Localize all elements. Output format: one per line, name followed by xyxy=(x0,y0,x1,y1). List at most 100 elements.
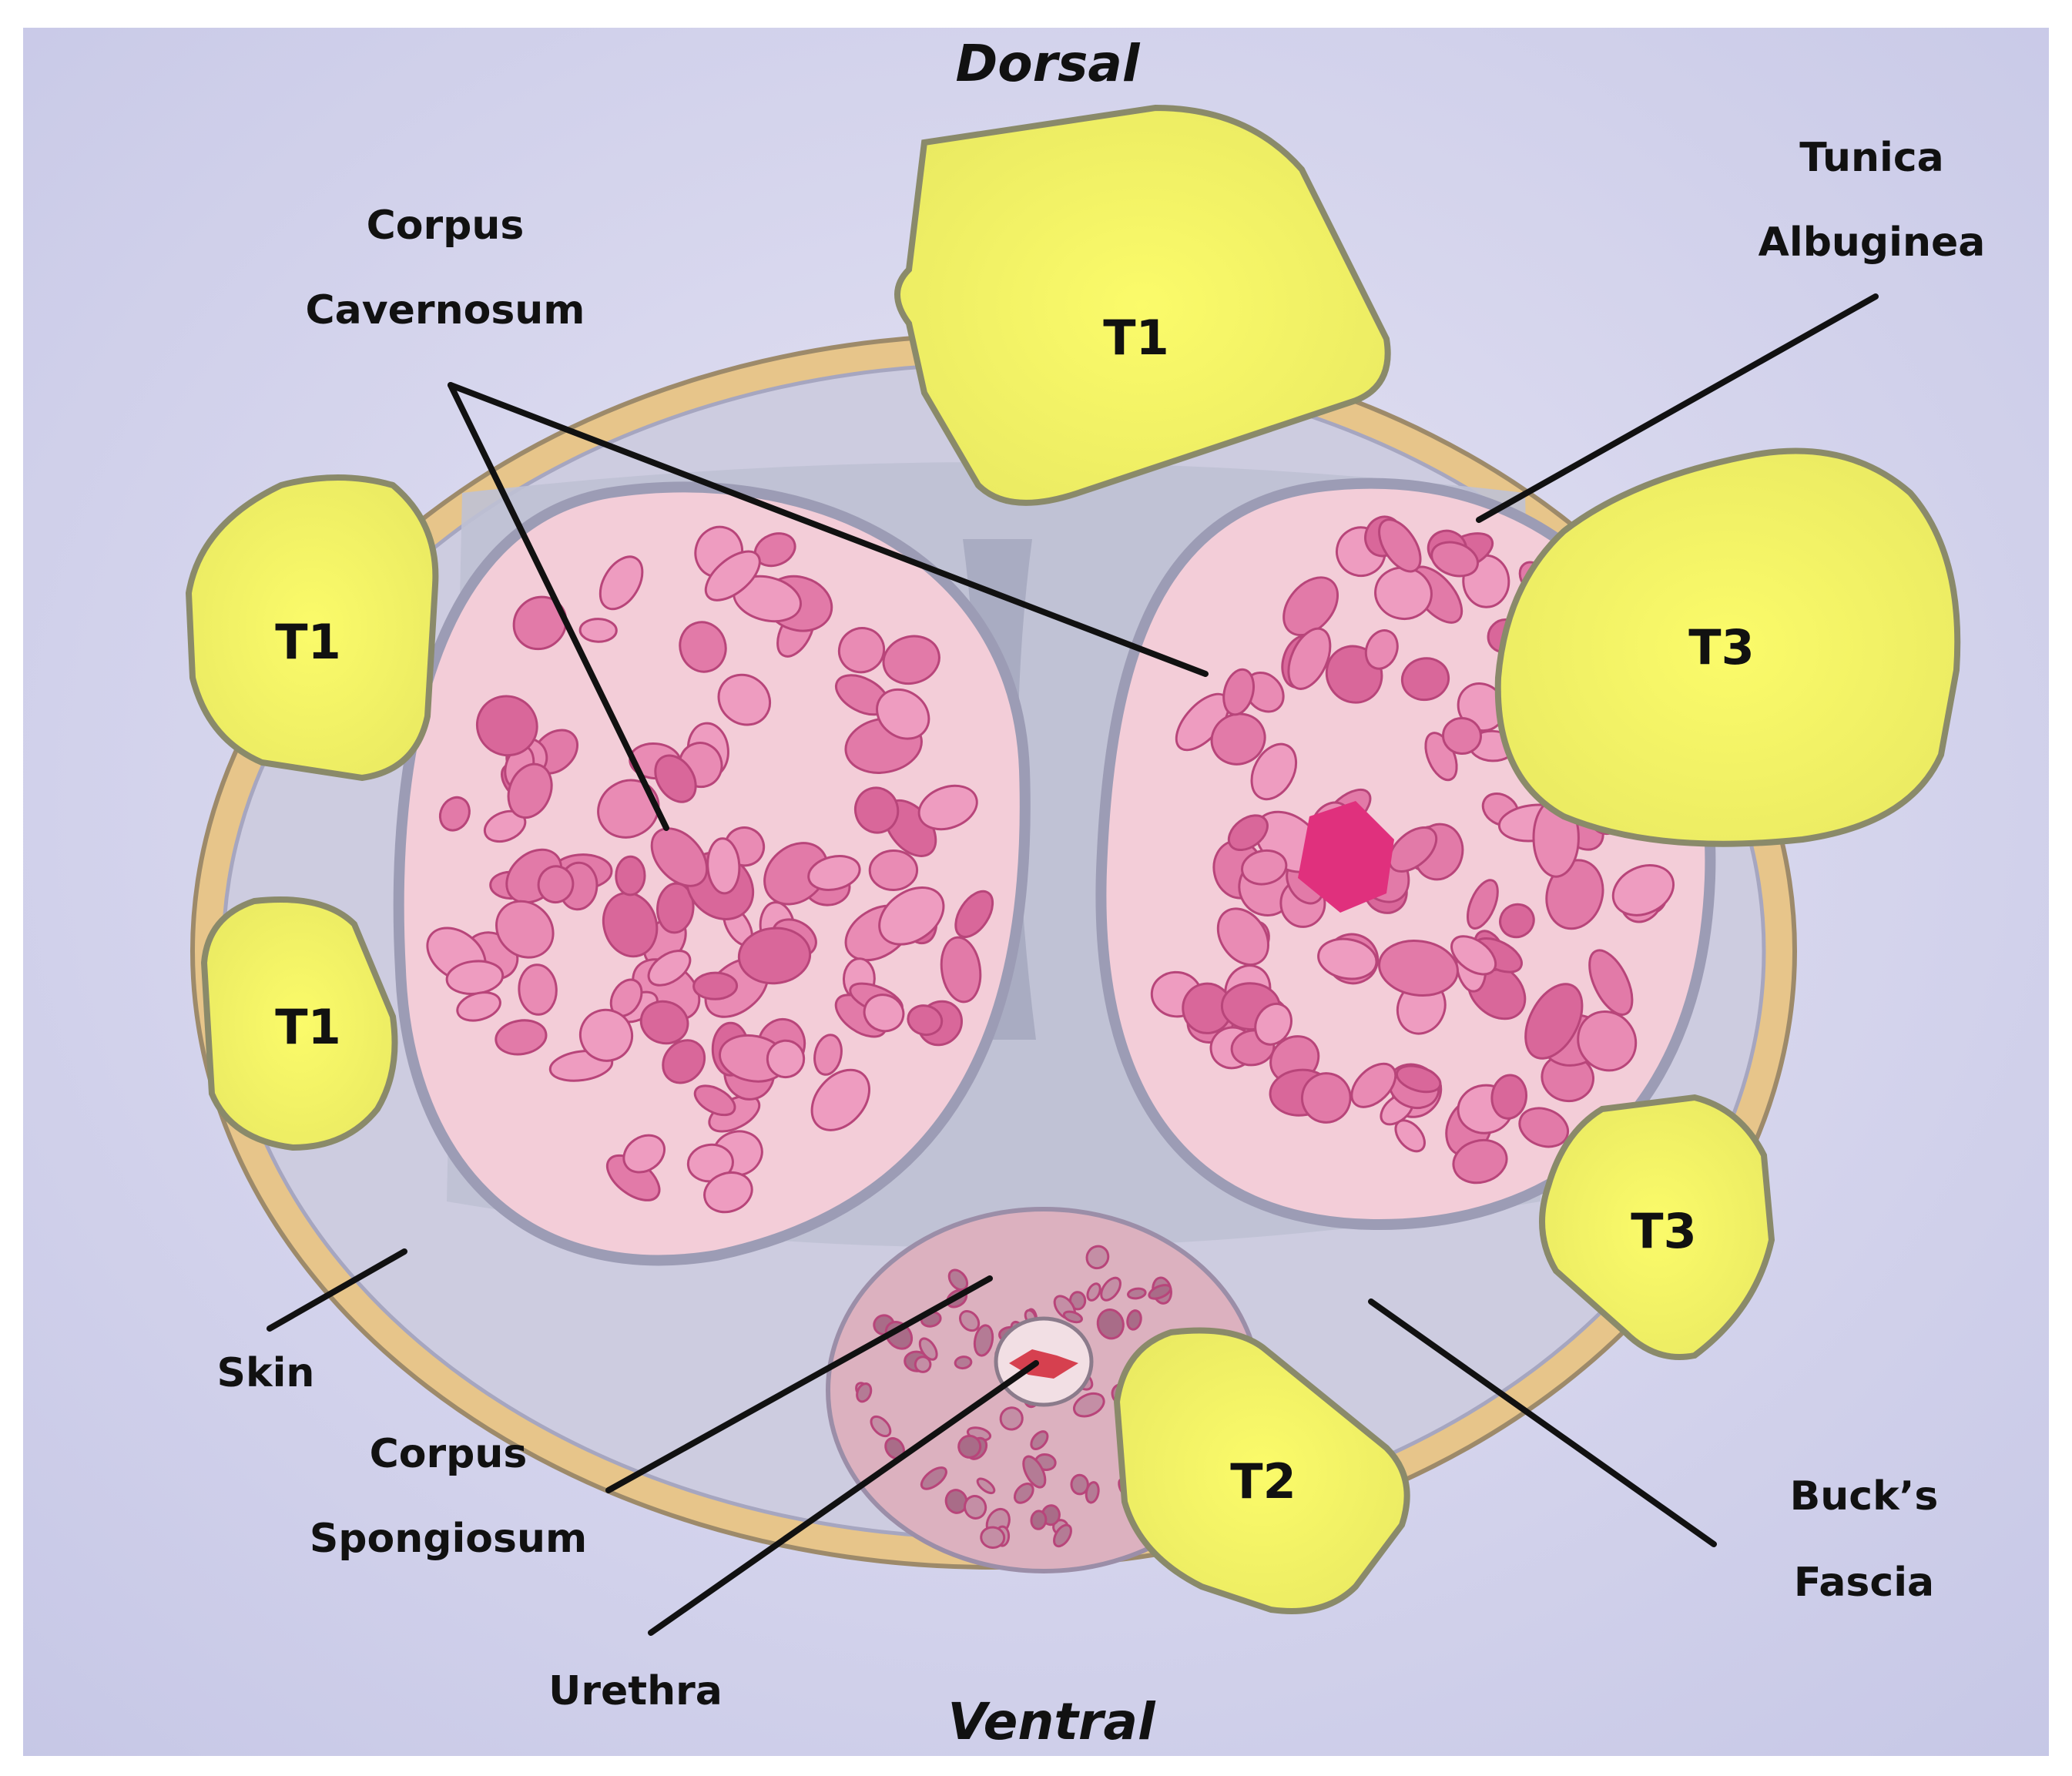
sinusoid-cell xyxy=(1452,1138,1508,1185)
sinusoid-cell xyxy=(654,754,697,803)
label-urethra: Urethra xyxy=(548,1668,723,1714)
sinusoid-cell xyxy=(917,784,978,831)
label-corpus-spongiosum-line1: Corpus xyxy=(370,1431,528,1477)
sinusoid-cell xyxy=(1545,859,1604,930)
sinusoid-cell xyxy=(1227,814,1269,852)
sinusoid-cell xyxy=(964,1495,987,1520)
label-bucks-fascia-line2: Fascia xyxy=(1794,1560,1934,1606)
sinusoid-cell xyxy=(810,1068,871,1131)
sinusoid-cell xyxy=(662,1039,706,1084)
sinusoid-cell xyxy=(495,900,555,959)
sinusoid-cell xyxy=(837,627,886,674)
sinusoid-cell xyxy=(578,618,618,643)
label-tunica-albuginea-line2: Albuginea xyxy=(1759,219,1986,266)
sinusoid-cell xyxy=(1022,1455,1047,1489)
tumor-ventral-t2: T2 xyxy=(1113,1327,1410,1614)
sinusoid-cell xyxy=(1394,1119,1426,1153)
sinusoid-cell xyxy=(813,1034,843,1076)
orientation-ventral: Ventral xyxy=(947,1692,1156,1751)
sinusoid-cell xyxy=(456,991,501,1022)
sinusoid-cell xyxy=(1072,1392,1105,1418)
sinusoid-cell xyxy=(1450,935,1497,976)
sinusoid-cell xyxy=(853,786,900,834)
leader-corpus-spongiosum xyxy=(605,1275,993,1493)
sinusoid-cell xyxy=(1611,864,1675,916)
sinusoid-cell xyxy=(1070,1473,1089,1496)
label-corpus-cavernosum-line2: Cavernosum xyxy=(306,287,585,333)
sinusoid-cell xyxy=(1378,940,1459,997)
sinusoid-cell xyxy=(602,891,659,958)
leader-cavernosum-left xyxy=(448,382,669,831)
sinusoid-cell xyxy=(704,550,761,601)
sinusoid-cell xyxy=(622,1134,666,1174)
leader-urethra xyxy=(648,1360,1039,1636)
label-corpus-spongiosum-line2: Spongiosum xyxy=(310,1516,587,1562)
tumor-label-left-upper: T1 xyxy=(275,614,340,670)
sinusoid-cell xyxy=(1396,1064,1442,1094)
sinusoid-cell xyxy=(856,1382,873,1403)
sinusoid-cell xyxy=(1588,949,1634,1016)
sinusoid-cell xyxy=(706,837,741,895)
sinusoid-cell xyxy=(763,842,829,906)
sinusoid-cell xyxy=(999,1406,1024,1431)
sinusoid-cell xyxy=(1388,826,1438,873)
sinusoid-cell xyxy=(737,927,812,985)
sinusoid-cell xyxy=(650,827,709,887)
sinusoid-cell xyxy=(957,1434,982,1459)
sinusoid-cell xyxy=(647,950,692,987)
sinusoid-cell xyxy=(693,1084,736,1117)
sinusoid-cell xyxy=(882,635,940,685)
sinusoid-cell xyxy=(1100,1276,1121,1302)
sinusoid-cell xyxy=(1490,1074,1528,1120)
tumor-label-left-lower: T1 xyxy=(275,999,340,1055)
sinusoid-cell xyxy=(1378,518,1422,573)
sinusoid-cell xyxy=(947,1268,969,1292)
sinusoid-cell xyxy=(918,1337,938,1361)
sinusoid-cell xyxy=(878,886,945,946)
tumor-left-lower-t1: T1 xyxy=(200,896,398,1151)
sinusoid-cell xyxy=(1282,576,1339,637)
orientation-dorsal: Dorsal xyxy=(955,34,1140,93)
sinusoid-cell xyxy=(1442,716,1482,756)
tumor-label-dorsal: T1 xyxy=(1103,310,1168,366)
leader-lines xyxy=(267,293,1879,1636)
sinusoid-cell xyxy=(1085,1245,1110,1270)
sinusoid-cell xyxy=(1210,712,1266,766)
label-skin: Skin xyxy=(217,1350,315,1396)
sinusoid-cell xyxy=(976,1477,996,1495)
sinusoid-cell xyxy=(870,1415,892,1438)
sinusoid-cell xyxy=(438,796,471,832)
sinusoid-cell xyxy=(940,936,982,1004)
tumor-left-upper-t1: T1 xyxy=(185,474,439,782)
sinusoid-cell xyxy=(1030,1510,1048,1530)
highlighted-sinusoid xyxy=(1298,801,1394,913)
tumor-label-right-large: T3 xyxy=(1688,619,1754,675)
sinusoid-cell xyxy=(615,855,646,896)
sinusoid-cell xyxy=(1222,668,1255,716)
sinusoid-cell xyxy=(766,1039,806,1079)
leader-bucks-fascia xyxy=(1368,1298,1717,1547)
sinusoid-cell xyxy=(868,849,919,892)
sinusoid-cell xyxy=(1250,742,1298,801)
sinusoid-cell xyxy=(876,688,930,740)
sinusoid-cell xyxy=(692,971,739,1000)
sinusoids-left xyxy=(426,525,994,1214)
sinusoid-cell xyxy=(597,779,660,839)
sinusoid-cell xyxy=(1062,1310,1083,1324)
sinusoid-cell xyxy=(973,1324,994,1357)
sinusoid-cell xyxy=(578,1008,634,1062)
sinusoid-cell xyxy=(1577,1010,1638,1072)
sinusoid-cell xyxy=(1430,541,1479,578)
sinusoid-cell xyxy=(1524,983,1584,1060)
label-corpus-cavernosum-line1: Corpus xyxy=(367,203,525,249)
label-bucks-fascia-line1: Buck’s xyxy=(1790,1473,1939,1520)
sinusoid-cell xyxy=(954,890,994,938)
tumor-right-lower-t3: T3 xyxy=(1539,1094,1775,1360)
tumor-right-large-t3: T3 xyxy=(1494,447,1961,847)
sinusoid-cell xyxy=(475,695,538,757)
sinusoid-cell xyxy=(1013,1483,1034,1504)
sinusoid-cell xyxy=(495,1019,548,1056)
sinusoid-cell xyxy=(980,1526,1006,1550)
tumor-label-ventral: T2 xyxy=(1230,1453,1296,1510)
